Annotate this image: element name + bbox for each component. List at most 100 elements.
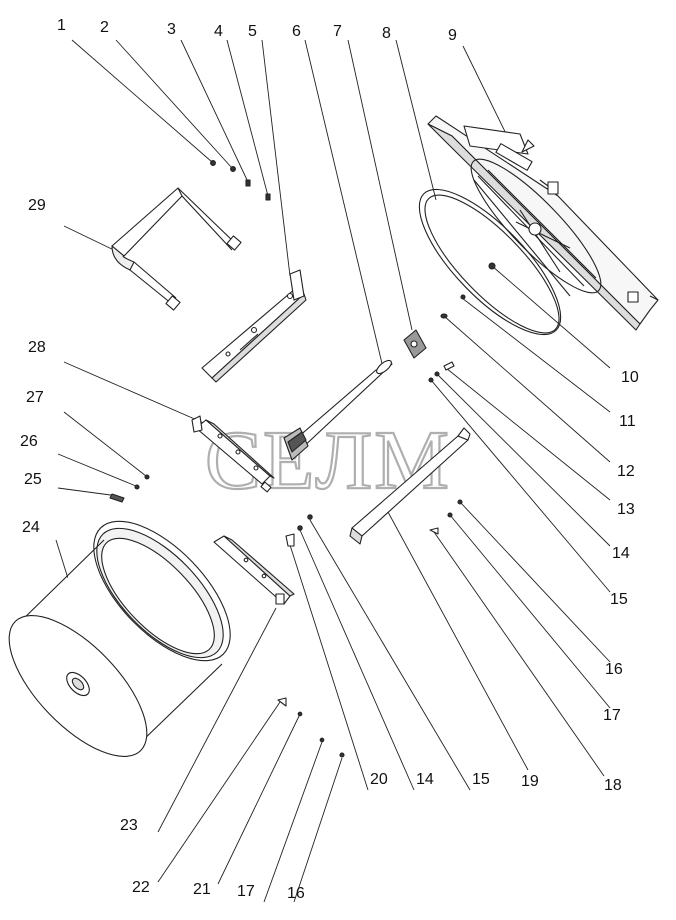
part-5-rail-bracket — [201, 269, 307, 383]
leader-27 — [63, 411, 147, 477]
leader-26 — [57, 453, 137, 487]
part-16-nut — [457, 499, 463, 505]
part-28-mount-bracket — [191, 415, 275, 493]
callout-16: 16 — [605, 661, 623, 678]
callout-27: 27 — [26, 389, 44, 406]
leader-19 — [387, 511, 529, 771]
callout-7: 7 — [333, 23, 342, 40]
callout-17b: 17 — [237, 883, 255, 900]
part-19-beam — [349, 427, 471, 545]
part-17-washer-b — [319, 737, 325, 743]
part-12-washer — [440, 313, 448, 319]
callout-29: 29 — [28, 197, 46, 214]
leader-15a — [430, 379, 611, 593]
leader-12 — [443, 315, 611, 463]
leader-3 — [180, 39, 249, 183]
part-14-nut — [434, 371, 440, 377]
callout-4: 4 — [214, 23, 223, 40]
leader-17b — [263, 741, 323, 903]
part-29-u-bracket — [111, 187, 242, 311]
leader-7 — [347, 39, 413, 331]
leader-16a — [459, 501, 611, 663]
callout-15b: 15 — [472, 771, 490, 788]
callout-24: 24 — [22, 519, 40, 536]
callout-22: 22 — [132, 879, 150, 896]
part-17-washer — [447, 512, 453, 518]
parts — [8, 115, 659, 758]
leader-22 — [157, 701, 281, 883]
callout-18: 18 — [604, 777, 622, 794]
leader-5 — [261, 39, 291, 277]
callout-6: 6 — [292, 23, 301, 40]
part-11-nut — [460, 294, 466, 300]
part-3-bolt — [245, 179, 251, 187]
callout-11: 11 — [619, 413, 636, 430]
callout-labels: 1 2 3 4 5 6 7 8 9 10 11 12 13 14 15 16 1… — [20, 17, 639, 902]
callout-10: 10 — [621, 369, 639, 386]
part-20-bolt — [285, 533, 295, 547]
leader-17a — [449, 514, 611, 709]
leader-15b — [309, 519, 471, 791]
leader-14b — [299, 529, 415, 791]
callout-8: 8 — [382, 25, 391, 42]
part-16-nut-b — [339, 752, 345, 758]
callout-23: 23 — [120, 817, 138, 834]
leader-6 — [304, 39, 385, 373]
part-14-nut-b — [297, 525, 303, 531]
leader-28 — [63, 361, 207, 425]
callout-15: 15 — [610, 591, 628, 608]
part-26-washer — [134, 484, 140, 490]
callout-2: 2 — [100, 19, 109, 36]
leader-21 — [217, 713, 301, 885]
leader-1 — [71, 39, 213, 163]
leader-8 — [395, 39, 437, 201]
leader-2 — [115, 39, 233, 169]
part-24-drum — [8, 520, 231, 758]
callout-1: 1 — [57, 17, 66, 34]
leader-25 — [57, 487, 119, 497]
callout-20: 20 — [370, 771, 388, 788]
callout-3: 3 — [167, 21, 176, 38]
part-2-washer — [230, 166, 236, 172]
part-13-bolt — [443, 361, 455, 371]
leader-20 — [289, 544, 369, 791]
leader-4 — [226, 39, 269, 197]
part-18-bolt — [429, 527, 439, 535]
callout-14b: 14 — [416, 771, 434, 788]
callout-14: 14 — [612, 545, 630, 562]
part-15-washer — [428, 377, 434, 383]
leader-11 — [461, 297, 611, 413]
callout-17: 17 — [603, 707, 621, 724]
leader-23 — [157, 607, 277, 833]
callout-28: 28 — [28, 339, 46, 356]
callout-26: 26 — [20, 433, 38, 450]
leader-18 — [433, 531, 605, 777]
leader-10 — [491, 265, 611, 369]
leader-16b — [293, 757, 343, 903]
leader-14a — [436, 373, 611, 547]
part-22-screw — [277, 697, 287, 707]
callout-5: 5 — [248, 23, 257, 40]
part-23-plate — [213, 535, 295, 605]
part-7-clamp — [403, 329, 427, 359]
part-25-screw — [109, 493, 125, 503]
leader-29 — [63, 225, 119, 253]
leader-13 — [445, 367, 611, 501]
part-8-wheel — [418, 158, 602, 336]
callout-13: 13 — [617, 501, 635, 518]
callout-19: 19 — [521, 773, 539, 790]
part-6-shaft — [283, 359, 393, 461]
part-15-washer-b — [307, 514, 313, 520]
callout-21: 21 — [193, 881, 211, 898]
callout-25: 25 — [24, 471, 42, 488]
part-21-washer — [297, 711, 303, 717]
part-1-nut — [210, 160, 216, 166]
callout-12: 12 — [617, 463, 635, 480]
part-27-nut — [144, 474, 150, 480]
callout-16b: 16 — [287, 885, 305, 902]
callout-9: 9 — [448, 27, 457, 44]
part-4-bolt — [265, 193, 271, 201]
leader-lines — [55, 39, 611, 903]
